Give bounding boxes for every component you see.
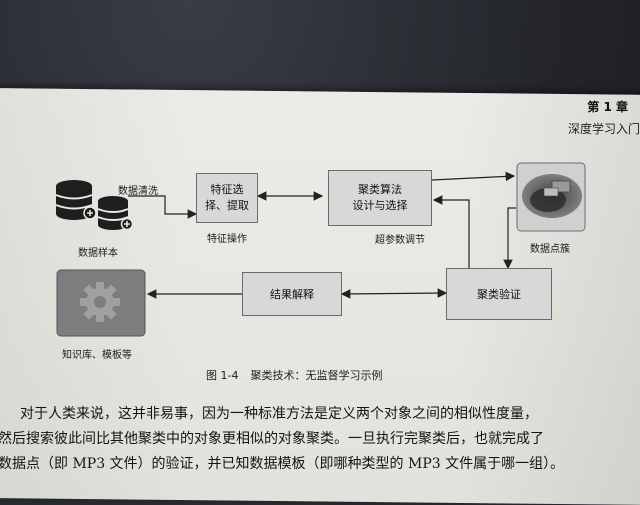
feature-selection-box: 特征选择、提取 xyxy=(196,173,258,223)
label-feature-ops: 特征操作 xyxy=(207,234,247,245)
arrow-to-clusters xyxy=(431,171,516,182)
data-cluster-image xyxy=(516,162,586,232)
label-data-clusters: 数据点簇 xyxy=(530,244,570,255)
cluster-algorithm-box: 聚类算法设计与选择 xyxy=(328,170,432,226)
arrow-validation-to-cluster xyxy=(432,195,470,268)
figure-caption: 图 1-4 聚类技术：无监督学习示例 xyxy=(206,367,394,383)
arrow-cleaning xyxy=(128,195,198,219)
figure-title: 聚类技术：无监督学习示例 xyxy=(250,369,383,382)
gear-icon xyxy=(56,269,146,337)
label-knowledge: 知识库、模板等 xyxy=(62,350,132,361)
arrow-interpret-validation xyxy=(340,288,448,299)
result-interpretation-box: 结果解释 xyxy=(242,272,342,316)
figure-number: 图 1-4 xyxy=(206,369,239,382)
body-line-1: 对于人类来说，这并非易事，因为一种标准方法是定义两个对象之间的相似性度量， xyxy=(20,406,538,422)
body-line-3: 数据点（即 MP3 文件）的验证，并已知数据模板（即哪种类型的 MP3 文件属于… xyxy=(0,456,565,472)
arrow-clusters-to-validation xyxy=(503,207,516,270)
label-data-cleaning: 数据清洗 xyxy=(118,186,158,197)
label-hyperparam: 超参数调节 xyxy=(375,235,425,246)
figure-diagram xyxy=(55,162,586,337)
label-data-samples: 数据样本 xyxy=(78,248,118,259)
chapter-number: 第 1 章 xyxy=(587,100,628,114)
cluster-validation-box: 聚类验证 xyxy=(446,268,552,320)
body-line-2: 然后搜索彼此间比其他聚类中的对象更相似的对象聚类。一旦执行完聚类后，也就完成了 xyxy=(0,431,544,447)
running-title: 深度学习入门 xyxy=(567,122,640,136)
database-icon xyxy=(55,180,134,231)
